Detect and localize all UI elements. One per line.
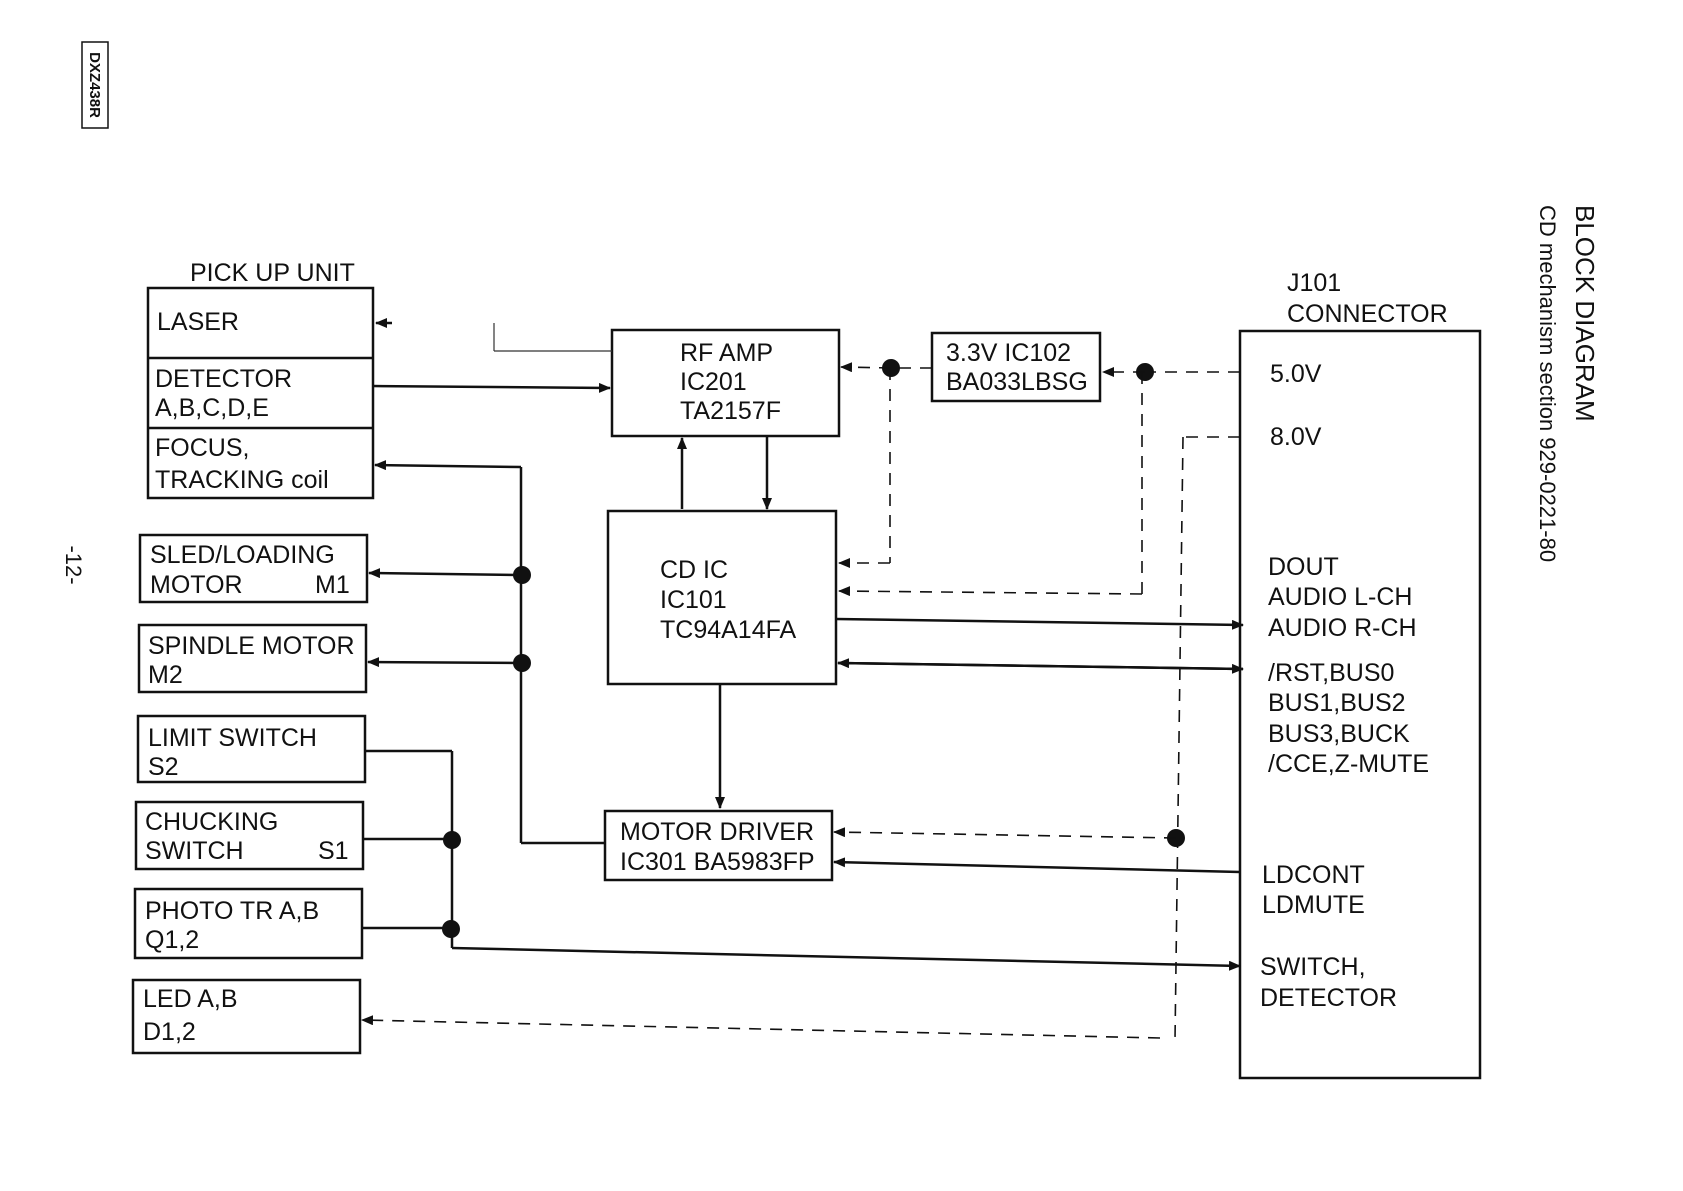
led-block: LED A,B D1,2	[131, 978, 362, 1055]
chucking-switch-block: CHUCKING SWITCH S1	[134, 800, 365, 871]
svg-text:LDMUTE: LDMUTE	[1262, 891, 1365, 919]
tracking-coil-label: TRACKING coil	[155, 466, 329, 494]
svg-text:BA033LBSG: BA033LBSG	[946, 368, 1088, 396]
svg-text:5.0V: 5.0V	[1270, 360, 1322, 388]
cd-ic-block: CD IC IC101 TC94A14FA	[606, 509, 838, 686]
svg-text:AUDIO L-CH: AUDIO L-CH	[1268, 583, 1412, 611]
svg-text:LIMIT SWITCH: LIMIT SWITCH	[148, 724, 317, 752]
rf-amp-block: RF AMP IC201 TA2157F	[610, 328, 841, 438]
svg-text:SWITCH,: SWITCH,	[1260, 953, 1366, 981]
sled-loading-motor-block: SLED/LOADING MOTOR M1	[138, 533, 369, 604]
model-stamp: DXZ438R	[81, 41, 109, 129]
svg-text:Q1,2: Q1,2	[145, 926, 199, 954]
svg-text:PHOTO TR A,B: PHOTO TR A,B	[145, 897, 319, 925]
pickup-unit-label: PICK UP UNIT	[190, 259, 355, 287]
svg-text:/RST,BUS0: /RST,BUS0	[1268, 659, 1394, 687]
svg-text:CD IC: CD IC	[660, 556, 728, 584]
svg-text:/CCE,Z-MUTE: /CCE,Z-MUTE	[1268, 750, 1429, 778]
spindle-motor-block: SPINDLE MOTOR M2	[137, 623, 368, 694]
svg-text:IC101: IC101	[660, 586, 727, 614]
svg-text:S2: S2	[148, 753, 179, 781]
svg-text:SWITCH: SWITCH	[145, 837, 244, 865]
svg-text:M2: M2	[148, 661, 183, 689]
focus-label: FOCUS,	[155, 434, 249, 462]
diagram-title: BLOCK DIAGRAM	[1570, 205, 1600, 422]
pickup-unit-block: PICK UP UNIT LASER DETECTOR A,B,C,D,E FO…	[146, 259, 375, 500]
svg-text:8.0V: 8.0V	[1270, 423, 1322, 451]
power-lines	[361, 359, 1240, 1041]
model-code: DXZ438R	[86, 52, 103, 118]
detector-label: DETECTOR	[155, 365, 292, 393]
svg-text:DETECTOR: DETECTOR	[1260, 984, 1397, 1012]
svg-text:DOUT: DOUT	[1268, 553, 1339, 581]
signal-lines	[362, 318, 1244, 971]
photo-tr-block: PHOTO TR A,B Q1,2	[133, 887, 364, 960]
svg-text:M1: M1	[315, 571, 350, 599]
page-number: -12-	[61, 545, 86, 584]
svg-text:D1,2: D1,2	[143, 1018, 196, 1046]
svg-text:3.3V IC102: 3.3V IC102	[946, 339, 1071, 367]
diagram-subtitle: CD mechanism section 929-0221-80	[1535, 205, 1560, 562]
laser-label: LASER	[157, 308, 239, 336]
svg-text:TA2157F: TA2157F	[680, 397, 781, 425]
motor-driver-block: MOTOR DRIVER IC301 BA5983FP	[603, 809, 834, 882]
svg-text:CONNECTOR: CONNECTOR	[1287, 300, 1448, 328]
j101-connector-block: J101 CONNECTOR 5.0V 8.0V DOUT AUDIO L-CH…	[1238, 269, 1482, 1080]
svg-text:LED A,B: LED A,B	[143, 985, 238, 1013]
svg-text:J101: J101	[1287, 269, 1341, 297]
svg-text:RF AMP: RF AMP	[680, 339, 773, 367]
svg-text:MOTOR DRIVER: MOTOR DRIVER	[620, 818, 814, 846]
svg-text:CHUCKING: CHUCKING	[145, 808, 278, 836]
svg-text:S1: S1	[318, 837, 349, 865]
svg-text:TC94A14FA: TC94A14FA	[660, 616, 797, 644]
svg-text:BUS1,BUS2: BUS1,BUS2	[1268, 689, 1406, 717]
svg-text:BUS3,BUCK: BUS3,BUCK	[1268, 720, 1410, 748]
regulator-block: 3.3V IC102 BA033LBSG	[930, 331, 1102, 403]
svg-text:LDCONT: LDCONT	[1262, 861, 1365, 889]
svg-text:IC301 BA5983FP: IC301 BA5983FP	[620, 848, 815, 876]
svg-text:SPINDLE MOTOR: SPINDLE MOTOR	[148, 632, 355, 660]
svg-text:MOTOR: MOTOR	[150, 571, 243, 599]
svg-text:IC201: IC201	[680, 368, 747, 396]
svg-text:AUDIO R-CH: AUDIO R-CH	[1268, 614, 1417, 642]
limit-switch-block: LIMIT SWITCH S2	[136, 714, 367, 784]
svg-text:SLED/LOADING: SLED/LOADING	[150, 541, 335, 569]
detector-channels-label: A,B,C,D,E	[155, 394, 269, 422]
